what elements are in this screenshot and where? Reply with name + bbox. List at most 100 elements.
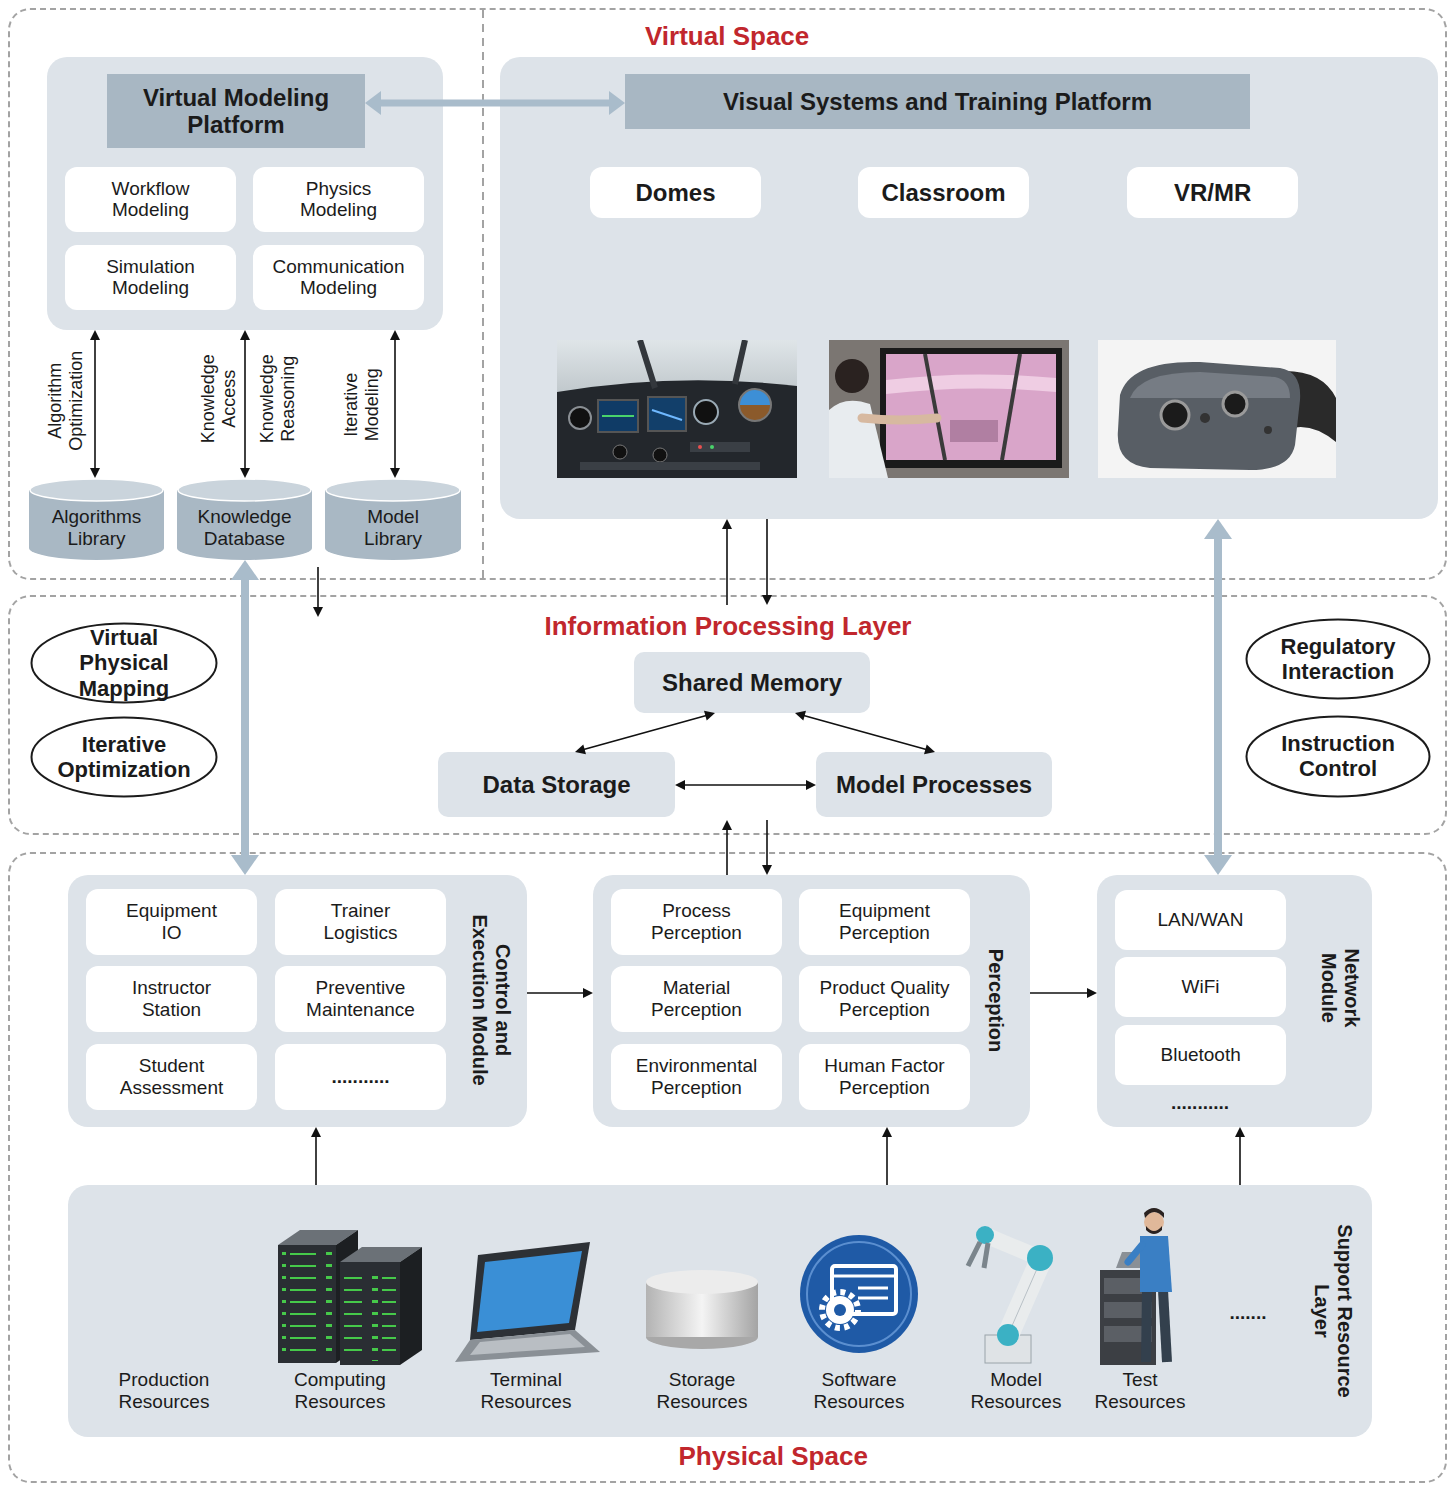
panel-heading: Visual Systems and Training Platform [723,88,1152,116]
database-label: Model Library [343,506,443,550]
component-box: Environmental Perception [611,1044,782,1110]
cockpit-photo-part [653,448,667,462]
classroom-photo-part [925,354,945,460]
module-panel: Process PerceptionEquipment PerceptionMa… [593,875,1030,1127]
cockpit-photo-part [602,415,634,417]
region-title: Physical Space [679,1442,868,1472]
box-label: Instructor Station [112,977,232,1021]
arrow-shaft [94,339,96,469]
arrow-shaft [1030,992,1088,994]
classroom-photo-part [886,354,1056,460]
arrowhead [1235,1127,1245,1137]
arrowhead [240,330,250,340]
robot-arm-icon-part [1008,1262,1040,1335]
box-label: Communication Modeling [259,256,419,300]
process-box: Shared Memory [634,652,870,713]
box-label: Environmental Perception [624,1055,769,1099]
panel-title: Perception [984,948,1007,1051]
box-label: VR/MR [1174,179,1251,207]
region-title: Information Processing Layer [545,612,912,642]
box-label: Domes [636,179,716,207]
arrowhead [1204,519,1232,539]
arrow-shaft [766,820,768,866]
software-icon-part [834,1304,846,1316]
laptop-icon-part [470,1242,590,1340]
divider-line [482,10,484,578]
software-icon-part [822,1292,858,1328]
arrow-shaft [527,992,584,994]
server-icon-part [278,1245,336,1363]
box-label: Preventive Maintenance [296,977,426,1021]
component-box: Material Perception [611,966,782,1032]
box-label: Simulation Modeling [91,256,211,300]
arrow [311,1127,321,1185]
arrow-shaft [380,100,610,107]
laptop-icon-part [470,1334,585,1355]
arrowhead [882,1127,892,1137]
vr-headset-photo-part [1223,392,1247,416]
classroom-photo-part [862,418,937,420]
arrow [882,1127,892,1185]
arrow-shaft [244,339,246,469]
arrowhead [609,91,625,115]
arrow [795,711,935,754]
panel-title: Control and Execution Module [468,900,514,1100]
component-box: Process Perception [611,889,782,955]
arrow-shaft [1239,1136,1241,1185]
robot-arm-icon-part [968,1242,980,1266]
box-label: WiFi [1182,976,1220,998]
cylinder-top [326,479,460,501]
classroom-photo-part [835,359,869,393]
concept-ellipse: Virtual Physical Mapping [30,622,218,704]
laptop-icon-part [477,1251,582,1332]
arrow [762,820,772,875]
component-box: LAN/WAN [1115,890,1286,950]
box-label: Data Storage [483,771,631,799]
database-label: Algorithms Library [39,506,154,550]
ellipse-outline [32,718,217,797]
cockpit-photo-part [739,405,771,421]
database-label: Knowledge Database [187,506,302,550]
test-bench-icon-part [1146,1290,1147,1362]
arrowhead [90,468,100,478]
cockpit-photo-part [739,389,771,421]
arrow [1235,1127,1245,1185]
cockpit-photo-part [690,442,750,452]
arrowhead [240,468,250,478]
arrow [722,519,732,605]
box-label: LAN/WAN [1158,909,1244,931]
component-box: ........... [275,1044,446,1110]
test-bench-icon-part [1144,1208,1164,1218]
arrow-shaft [241,579,249,856]
platform-panel: Workflow ModelingPhysics ModelingSimulat… [47,57,443,330]
ellipsis-mark: ........... [1171,1092,1229,1114]
classroom-photo-part [1002,354,1020,460]
cockpit-photo-part [648,397,686,431]
arrow-label: Knowledge Reasoning [256,346,297,451]
storage-icon [646,1270,758,1349]
vr-headset-photo-part [1264,426,1272,434]
arrowhead [365,91,381,115]
arrowhead [231,560,259,580]
box-label: Equipment IO [122,900,222,944]
arrow [240,330,250,478]
database-cylinder: Knowledge Database [177,478,312,560]
vr-headset-photo [1098,340,1336,478]
ellipse-label: Iterative Optimization [44,732,204,783]
component-box: Instructor Station [86,966,257,1032]
resource-label: Model Resources [956,1369,1076,1413]
box-label: Classroom [882,179,1006,207]
box-label: Human Factor Perception [815,1055,955,1099]
cockpit-photo-part [640,340,655,388]
edge-label: Algorithm Optimization [45,335,86,465]
ellipse-label: Instruction Control [1258,731,1418,782]
component-box: Student Assessment [86,1044,257,1110]
ellipse-label: Virtual Physical Mapping [59,625,189,701]
module-panel: LAN/WANWiFiBluetoothNetwork Module [1097,875,1372,1127]
component-box: WiFi [1115,957,1286,1017]
test-bench-icon-part [1163,1290,1167,1362]
robot-arm-icon-part [976,1226,994,1244]
robot-arm-icon-part [984,1243,988,1268]
region-boundary: Workflow ModelingPhysics ModelingSimulat… [8,8,1447,580]
test-bench-icon [1100,1208,1172,1365]
